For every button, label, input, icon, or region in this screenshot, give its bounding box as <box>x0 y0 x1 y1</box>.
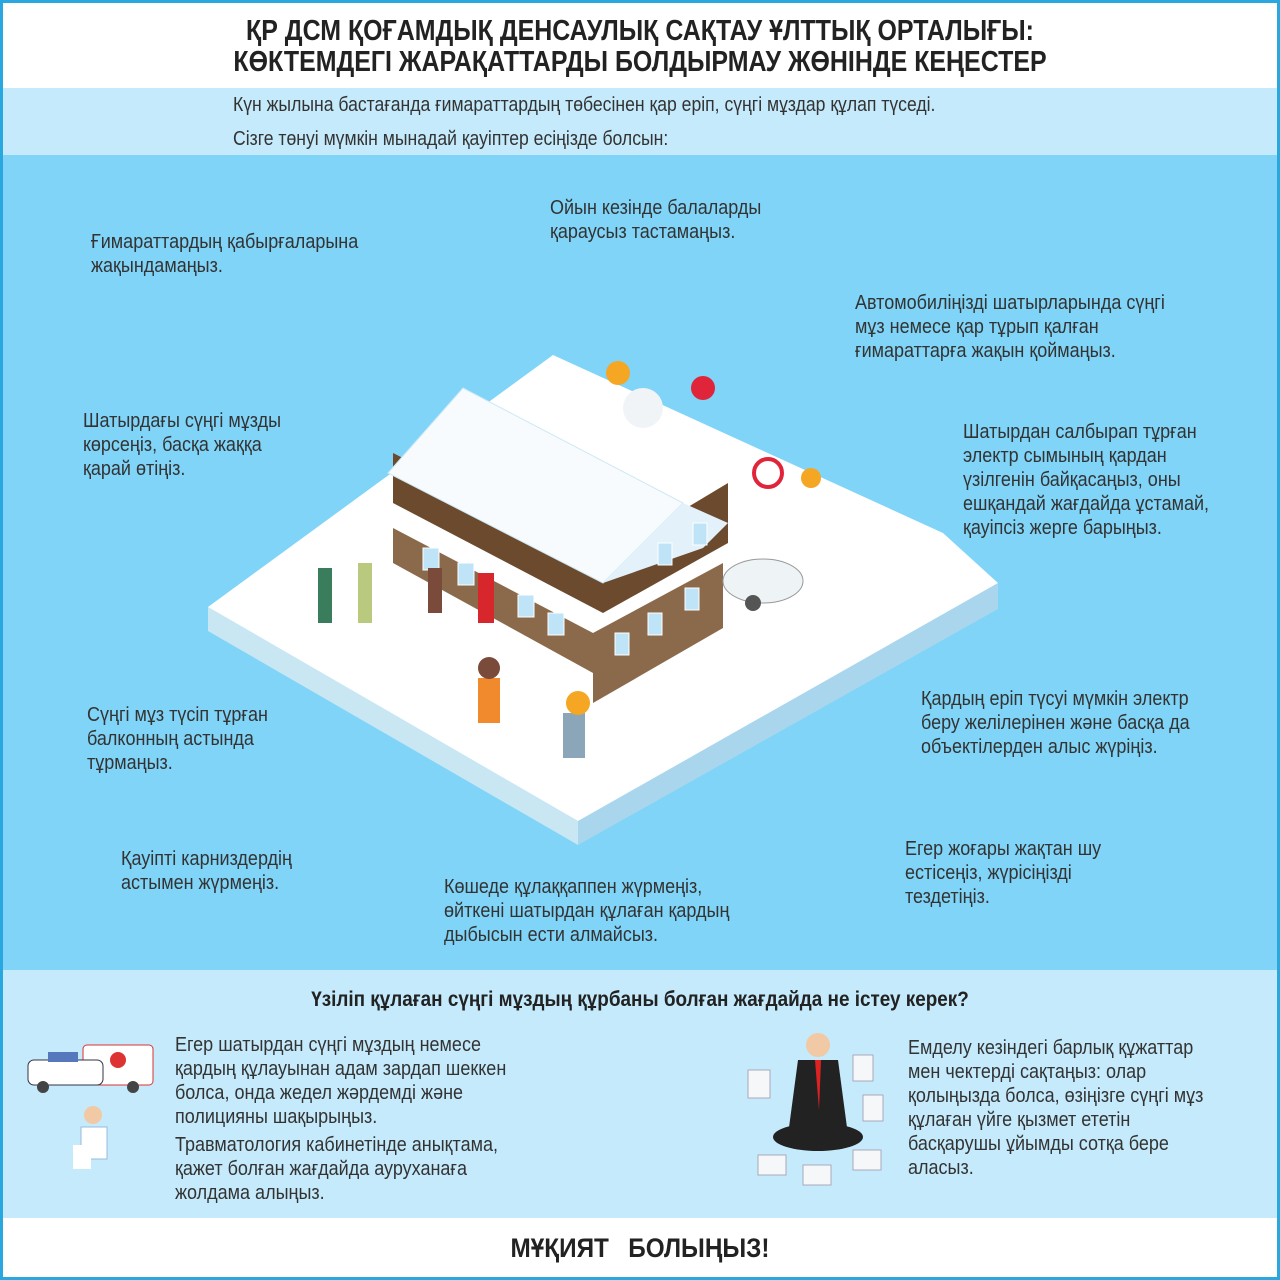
doctor-icon <box>73 1106 108 1169</box>
help-left-1: Егер шатырдан сүңгі мұздың немесе қардың… <box>175 1034 507 1128</box>
tip-noise: Егер жоғары жақтан шу естісеңіз, жүрісің… <box>905 838 1102 908</box>
tips-area: Ғимараттардың қабырғаларына жақындамаңыз… <box>3 155 1277 970</box>
title-line-2: КӨКТЕМДЕГІ ЖАРАҚАТТАРДЫ БОЛДЫРМАУ ЖӨНІНД… <box>233 46 1047 78</box>
tip-roof-ice: Шатырдағы сүңгі мұзды көрсеңіз, басқа жа… <box>83 410 282 480</box>
header: ҚР ДСМ ҚОҒАМДЫҚ ДЕНСАУЛЫҚ САҚТАУ ҰЛТТЫҚ … <box>3 3 1277 88</box>
help-section: Үзіліп құлаған сүңгі мұздың құрбаны болғ… <box>3 970 1277 1218</box>
tip-car: Автомобиліңізді шатырларында сүңгі мұз н… <box>855 292 1165 362</box>
tip-balcony: Сүңгі мұз түсіп тұрған балконның астында… <box>87 704 268 774</box>
tip-children: Ойын кезінде балаларды қараусыз тастамаң… <box>550 197 762 243</box>
businessman-documents-icon <box>747 1033 884 1186</box>
help-right: Емделу кезіндегі барлық құжаттар мен чек… <box>908 1037 1204 1179</box>
windows <box>422 522 708 656</box>
slab-right-side <box>578 583 998 845</box>
tip-wire: Шатырдан салбырап тұрған электр сымының … <box>963 421 1210 539</box>
intro-band: Күн жылына бастағанда ғимараттардың төбе… <box>3 88 1277 155</box>
footer: МҰҚИЯТ БОЛЫҢЫЗ! <box>3 1218 1277 1277</box>
intro-line-2: Сізге төнуі мүмкін мынадай қауіптер есің… <box>233 128 669 150</box>
house-upper-floor <box>393 453 728 613</box>
title-line-1: ҚР ДСМ ҚОҒАМДЫҚ ДЕНСАУЛЫҚ САҚТАУ ҰЛТТЫҚ … <box>246 15 1034 47</box>
car <box>722 558 804 611</box>
tip-power-lines: Қардың еріп түсуі мүмкін электр беру жел… <box>921 688 1190 758</box>
snowy-house-illustration <box>208 355 998 845</box>
people <box>318 361 821 758</box>
footer-warning: МҰҚИЯТ БОЛЫҢЫЗ! <box>510 1233 770 1263</box>
intro-line-1: Күн жылына бастағанда ғимараттардың төбе… <box>233 94 936 116</box>
help-left-2: Травматология кабинетінде анықтама, қаже… <box>175 1134 499 1204</box>
infographic: ҚР ДСМ ҚОҒАМДЫҚ ДЕНСАУЛЫҚ САҚТАУ ҰЛТТЫҚ … <box>3 3 1277 1277</box>
tip-headphones: Көшеде құлаққаппен жүрмеңіз, өйткені шат… <box>444 876 730 946</box>
slab-left-side <box>208 607 578 845</box>
help-title: Үзіліп құлаған сүңгі мұздың құрбаны болғ… <box>311 988 969 1011</box>
tip-walls: Ғимараттардың қабырғаларына жақындамаңыз… <box>91 231 359 277</box>
tip-cornices: Қауіпті карниздердің астымен жүрмеңіз. <box>121 848 292 894</box>
ambulance-icon <box>27 1044 154 1169</box>
